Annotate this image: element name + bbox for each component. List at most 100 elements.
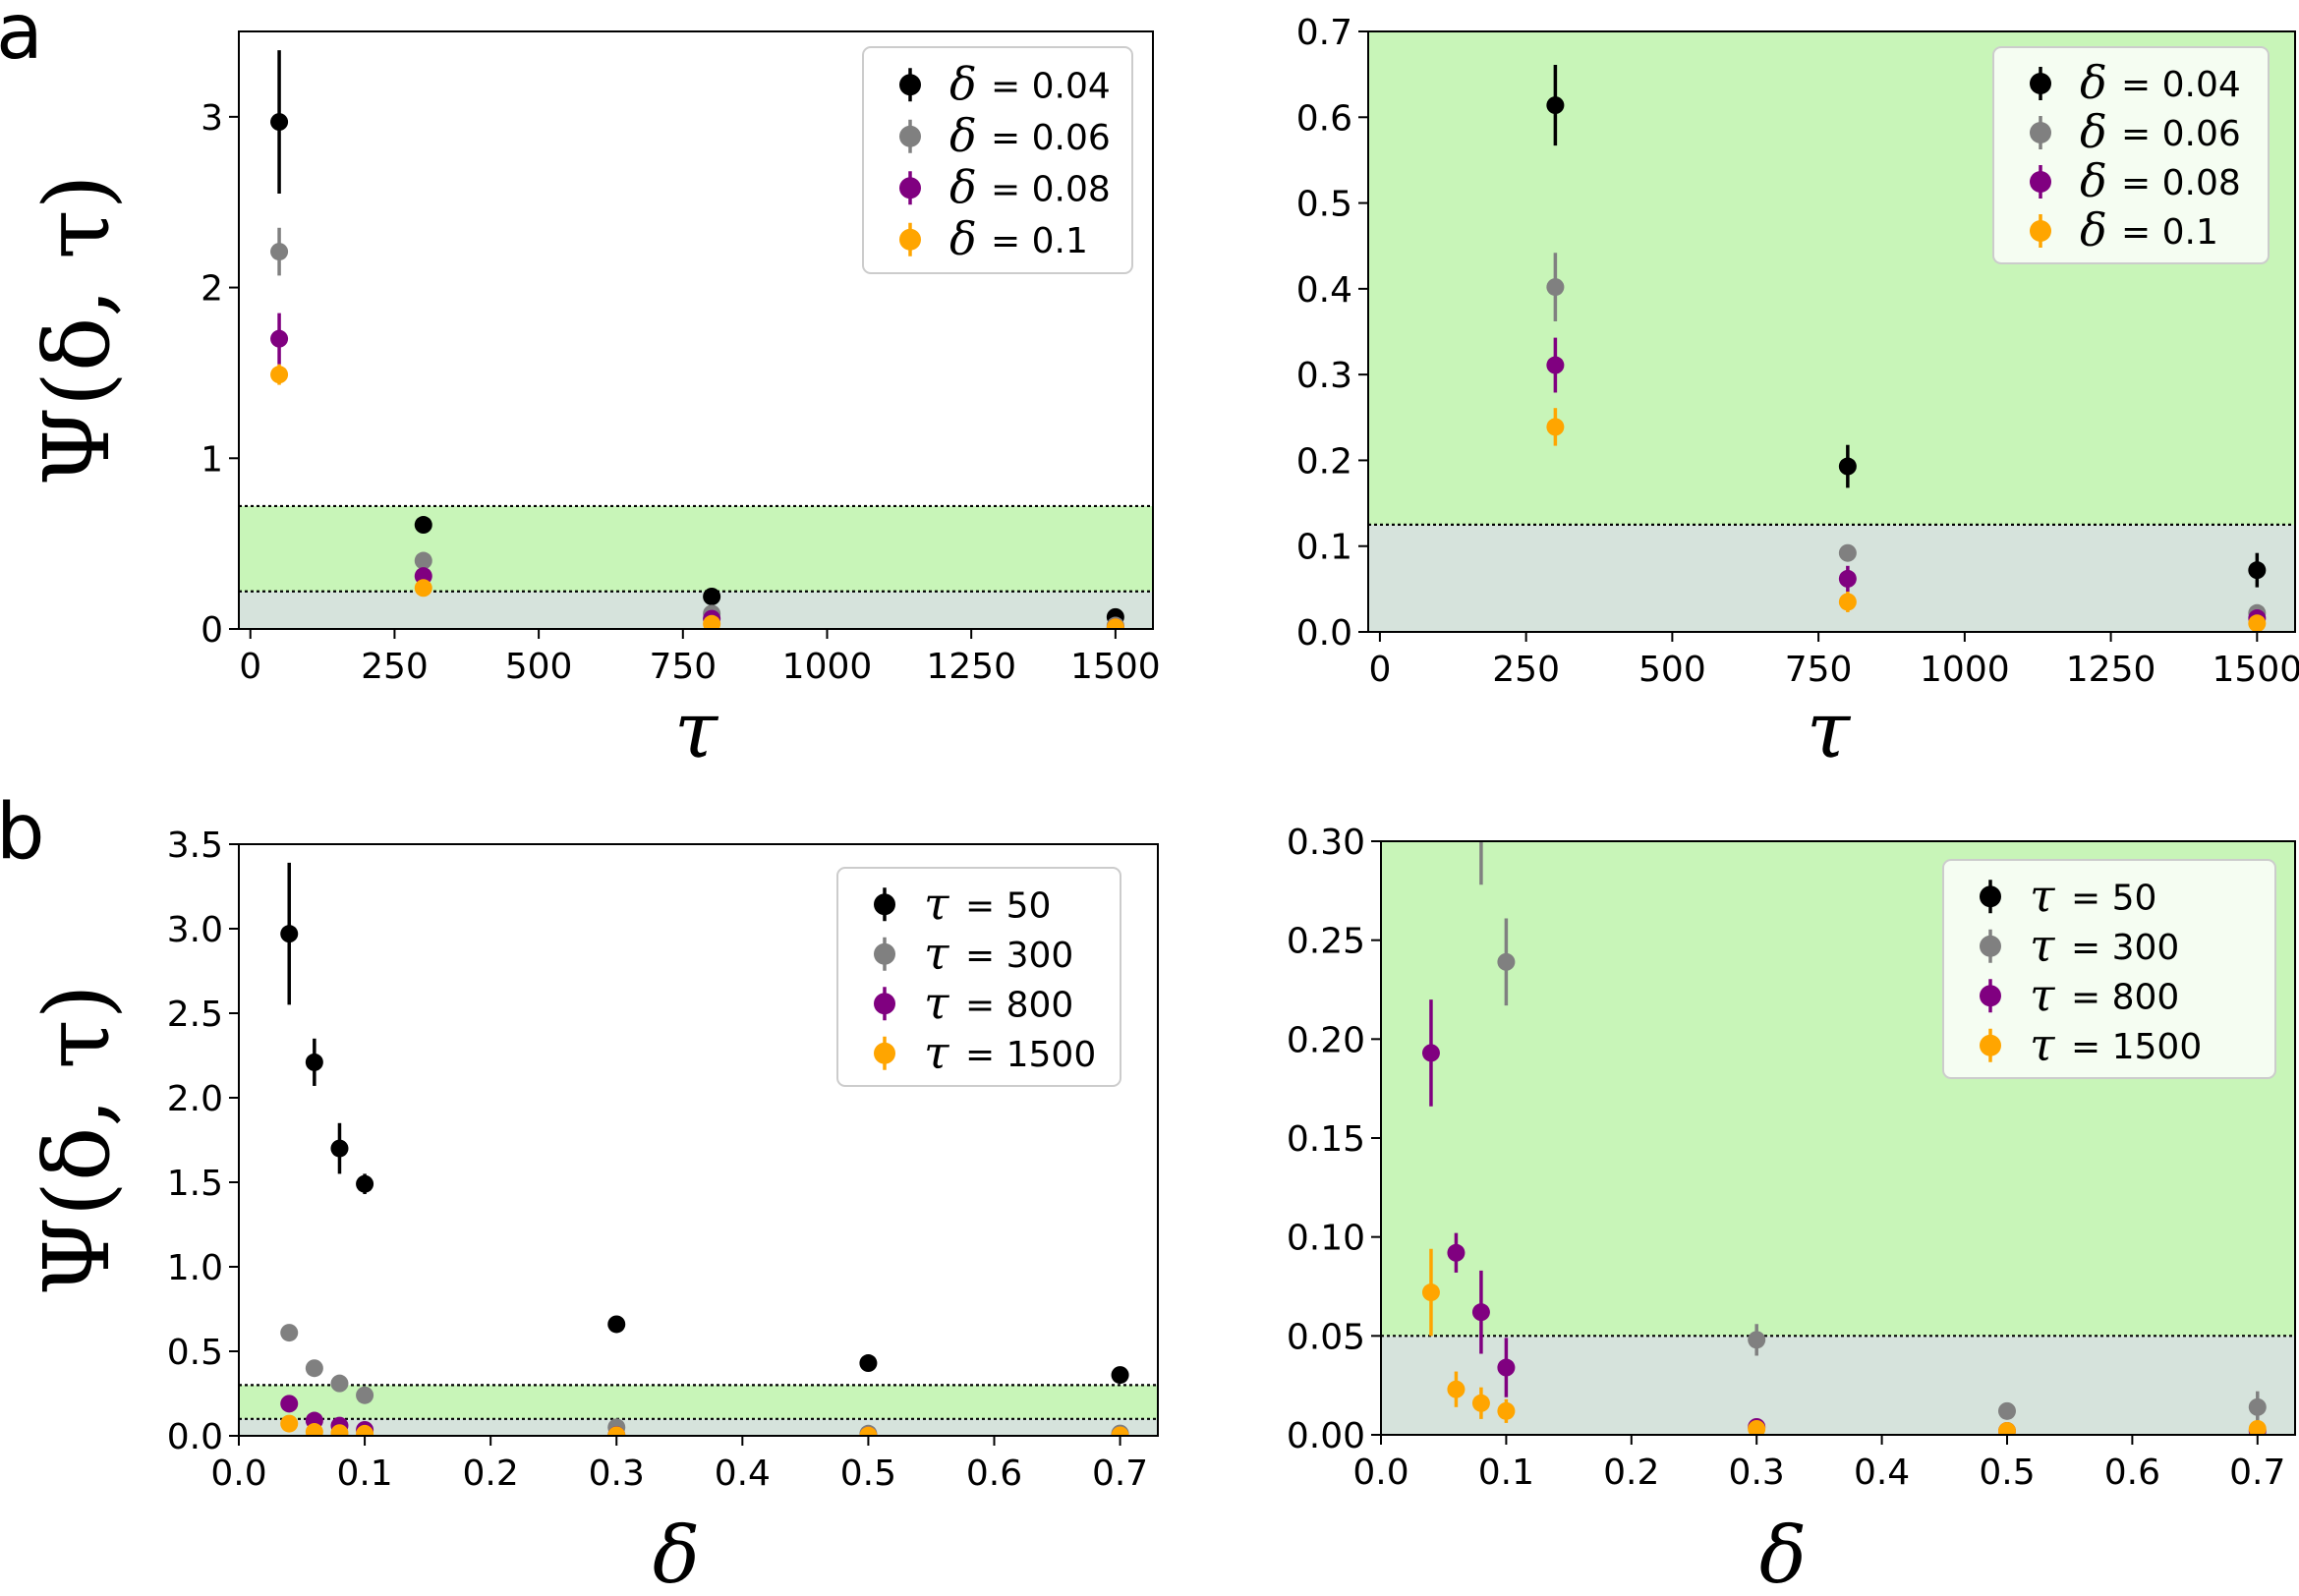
data-point [2248, 614, 2267, 632]
legend: δ= 0.04δ= 0.06δ= 0.08δ= 0.1 [862, 46, 1133, 274]
legend-label: = 0.08 [2121, 163, 2241, 203]
legend-symbol: τ [924, 976, 950, 1029]
legend-marker [1980, 935, 2001, 957]
y-tick-label: 0.00 [1287, 1416, 1365, 1456]
legend-label: = 0.04 [991, 66, 1111, 106]
data-point [305, 1053, 323, 1071]
data-point [330, 1424, 349, 1436]
y-axis-label: Ψ(δ, τ) [25, 174, 130, 485]
legend: δ= 0.04δ= 0.06δ= 0.08δ= 0.1 [1992, 46, 2270, 264]
legend-symbol: δ [2080, 203, 2107, 256]
legend-symbol: τ [924, 927, 950, 980]
legend-symbol: δ [2080, 105, 2107, 158]
data-point [703, 587, 721, 605]
y-tick-label: 1 [201, 439, 223, 480]
x-tick-label: 750 [1785, 650, 1853, 690]
x-tick-label: 0.2 [463, 1454, 519, 1494]
band-band_gray [1368, 524, 2295, 632]
x-tick-label: 0.1 [1478, 1453, 1534, 1493]
data-point [356, 1424, 374, 1436]
data-point [280, 1414, 299, 1433]
data-point [1497, 1358, 1516, 1377]
legend-label: = 800 [2071, 977, 2179, 1017]
x-tick-label: 250 [361, 647, 429, 687]
data-point [1471, 1394, 1490, 1412]
legend-label: = 50 [2071, 878, 2156, 918]
y-tick-label: 3.5 [167, 826, 223, 866]
legend-marker [899, 177, 921, 200]
data-point [280, 1395, 299, 1413]
data-point [1471, 1303, 1490, 1322]
x-tick-label: 250 [1492, 650, 1560, 690]
y-tick-label: 0.30 [1287, 823, 1365, 863]
data-point [270, 243, 289, 261]
data-point [2248, 561, 2267, 580]
x-tick-label: 750 [649, 647, 717, 687]
points-group [1546, 65, 2267, 632]
x-axis-label: δ [1759, 1510, 1807, 1596]
x-tick-label: 0.5 [1979, 1453, 2035, 1493]
data-point [607, 1315, 626, 1334]
data-point [1997, 1401, 2016, 1420]
legend-symbol: δ [949, 57, 977, 110]
x-tick-label: 1500 [2213, 650, 2299, 690]
legend-label: = 50 [965, 885, 1051, 926]
legend-box [1942, 859, 2276, 1079]
data-point [1497, 952, 1516, 971]
y-tick-label: 0.1 [1296, 528, 1352, 568]
y-tick-label: 0.7 [1296, 13, 1352, 53]
legend-marker [874, 1042, 895, 1064]
data-point [1546, 418, 1565, 436]
legend-label: = 0.06 [2121, 114, 2241, 154]
y-tick-label: 0.5 [1296, 185, 1352, 225]
legend-marker [1980, 885, 2001, 908]
legend-marker [2030, 73, 2051, 94]
legend-label: = 0.06 [991, 118, 1111, 158]
data-point [356, 1174, 374, 1193]
y-tick-label: 0.6 [1296, 98, 1352, 139]
data-point [1472, 813, 1490, 830]
x-tick-label: 0.1 [336, 1454, 392, 1494]
data-point [414, 579, 432, 598]
data-point [1997, 1421, 2016, 1435]
band-band_green [239, 1385, 1158, 1419]
data-point [607, 1426, 626, 1436]
y-tick-label: 0.10 [1287, 1219, 1365, 1259]
y-tick-label: 2.5 [167, 995, 223, 1035]
data-point [703, 614, 721, 629]
data-point [414, 516, 432, 535]
x-tick-label: 0.6 [966, 1454, 1022, 1494]
data-point [270, 366, 289, 384]
data-point [1111, 1366, 1129, 1385]
x-axis-label: δ [653, 1510, 700, 1596]
y-tick-label: 3.0 [167, 910, 223, 950]
y-tick-label: 0.5 [167, 1333, 223, 1373]
y-tick-label: 0.15 [1287, 1119, 1365, 1160]
y-tick-label: 2.0 [167, 1079, 223, 1119]
data-point [270, 329, 289, 348]
legend-symbol: τ [2030, 869, 2056, 922]
legend-symbol: τ [2030, 968, 2056, 1021]
points-group [280, 862, 1129, 1436]
data-point [1838, 593, 1857, 611]
y-tick-label: 0.0 [1296, 613, 1352, 654]
legend-marker [899, 125, 921, 147]
data-point [859, 1354, 878, 1373]
x-tick-label: 0.0 [1352, 1453, 1408, 1493]
y-tick-label: 0 [201, 610, 223, 651]
legend-marker [874, 942, 895, 965]
band-band_gray [239, 591, 1153, 629]
legend-marker [1980, 1034, 2001, 1056]
data-point [1106, 618, 1124, 629]
x-tick-label: 0.4 [1854, 1453, 1910, 1493]
legend-box [1992, 46, 2270, 264]
data-point [1546, 278, 1565, 297]
y-tick-label: 0.0 [167, 1417, 223, 1457]
y-tick-label: 0.25 [1287, 922, 1365, 962]
x-tick-label: 0.3 [589, 1454, 645, 1494]
data-point [1421, 1283, 1440, 1302]
